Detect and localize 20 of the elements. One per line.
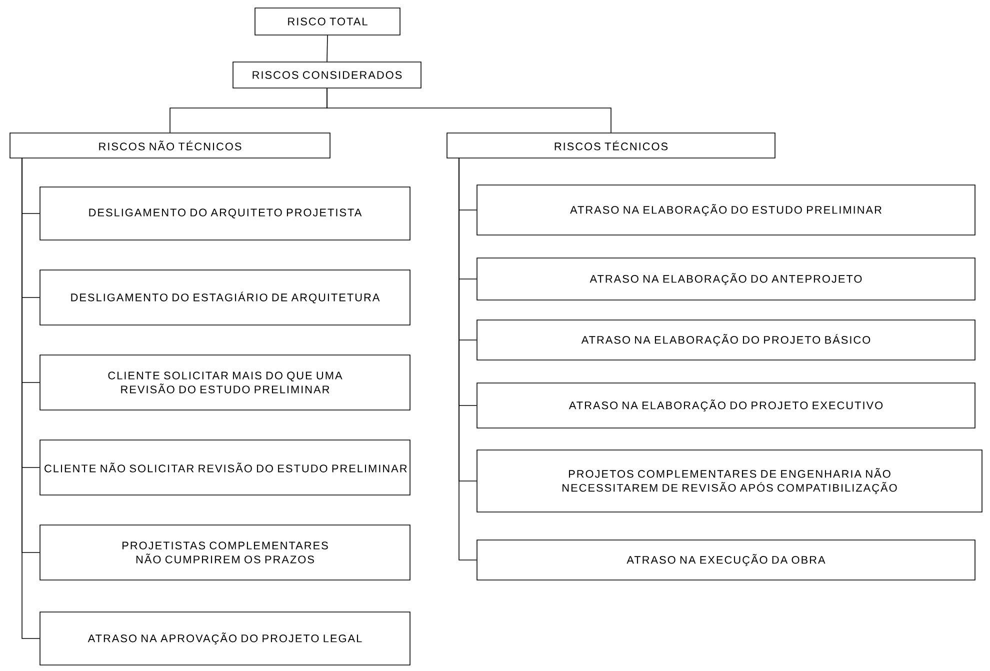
box: ATRASO NA ELABORAÇÃO DO PROJETO EXECUTIVO (476, 382, 976, 428)
box: RISCOS TÉCNICOS (446, 132, 776, 158)
box: CLIENTE SOLICITAR MAIS DO QUE UMA REVISÃO DO ESTUDO PRELIMINAR (40, 354, 410, 410)
box: ATRASO NA ELABORAÇÃO DO PROJETO BÁSICO (476, 320, 976, 360)
connector (326, 88, 612, 133)
box: ATRASO NA ELABORAÇÃO DO ESTUDO PRELIMINAR (476, 184, 976, 236)
connector (458, 158, 477, 560)
box: ATRASO NA EXECUÇÃO DA OBRA (476, 540, 976, 580)
box: RISCOS CONSIDERADOS (232, 62, 422, 88)
box: ATRASO NA ELABORAÇÃO DO ANTEPROJETO (476, 258, 976, 300)
box: RISCOS NÃO TÉCNICOS (10, 132, 330, 158)
box: ATRASO NA APROVAÇÃO DO PROJETO LEGAL (40, 612, 410, 666)
box: PROJETOS COMPLEMENTARES DE ENGENHARIA NÃO NECESSITAREM DE REVISÃO APÓS COMPATIBILIZAÇÃO (476, 450, 982, 512)
box: PROJETISTAS COMPLEMENTARES NÃO CUMPRIREM OS PRAZOS (40, 524, 410, 580)
box: DESLIGAMENTO DO ARQUITETO PROJETISTA (40, 186, 410, 240)
box: CLIENTE NÃO SOLICITAR REVISÃO DO ESTUDO PRELIMINAR (40, 440, 410, 496)
box: RISCO TOTAL (254, 8, 400, 36)
box: DESLIGAMENTO DO ESTAGIÁRIO DE ARQUITETURA (40, 270, 410, 326)
connector (326, 35, 328, 62)
connector (22, 158, 40, 639)
